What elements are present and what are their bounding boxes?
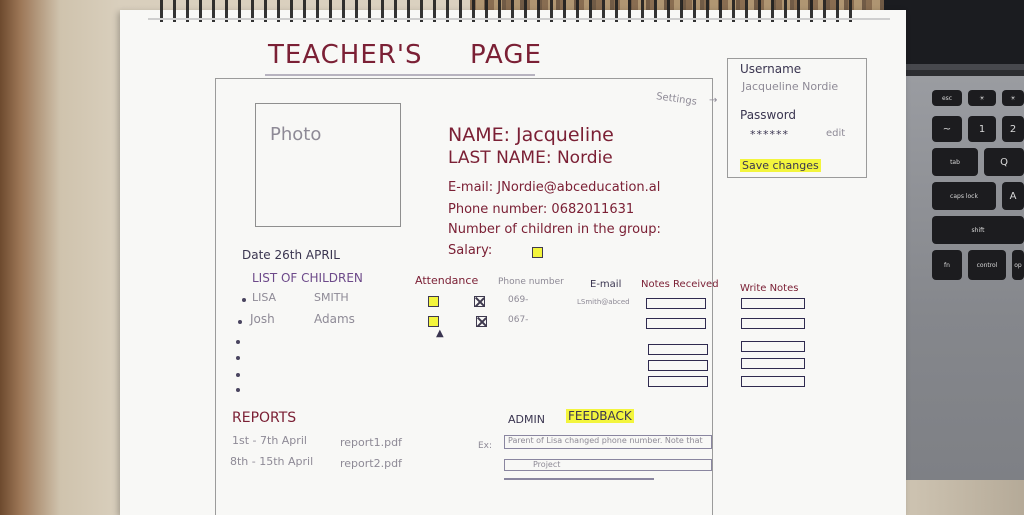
f1-key: ☀ xyxy=(968,90,996,106)
profile-salary: Salary: xyxy=(448,243,493,258)
username-label: Username xyxy=(740,62,802,76)
two-key: 2 xyxy=(1002,116,1024,142)
laptop-keyboard: esc ☀ ☀ ~ 1 2 tab Q caps lock A shift fn… xyxy=(884,76,1024,480)
feedback-title-text: FEEDBACK xyxy=(566,409,634,423)
child-email: LSmith@abced xyxy=(577,298,630,306)
list-bullet xyxy=(242,298,246,302)
notes-received-field[interactable] xyxy=(646,298,706,309)
notes-received-field[interactable] xyxy=(648,360,708,371)
page-title-page: PAGE xyxy=(470,40,542,70)
child-last-name: Adams xyxy=(314,312,355,326)
f2-key: ☀ xyxy=(1002,90,1024,106)
laptop: esc ☀ ☀ ~ 1 2 tab Q caps lock A shift fn… xyxy=(884,0,1024,480)
attendance-checkbox[interactable] xyxy=(428,316,439,327)
tilde-key: ~ xyxy=(932,116,962,142)
feedback-example-field[interactable]: Parent of Lisa changed phone number. Not… xyxy=(504,435,712,449)
phone-header: Phone number xyxy=(498,277,564,287)
notes-received-field[interactable] xyxy=(648,344,708,355)
write-notes-field[interactable] xyxy=(741,358,805,369)
write-notes-field[interactable] xyxy=(741,376,805,387)
save-changes-label: Save changes xyxy=(740,159,821,172)
laptop-screen xyxy=(884,0,1024,70)
report-date-range: 8th - 15th April xyxy=(230,455,314,468)
child-phone: 067- xyxy=(508,315,529,325)
q-key: Q xyxy=(984,148,1024,176)
feedback-title: FEEDBACK xyxy=(566,409,634,423)
save-changes-button[interactable]: Save changes xyxy=(740,159,821,172)
report-file-link[interactable]: report2.pdf xyxy=(340,457,402,470)
child-first-name: Josh xyxy=(250,312,275,326)
title-underline xyxy=(265,74,535,76)
reports-title: REPORTS xyxy=(232,410,297,426)
notes-received-field[interactable] xyxy=(646,318,706,329)
write-notes-header: Write Notes xyxy=(740,283,799,294)
profile-name: NAME: Jacqueline xyxy=(448,124,614,146)
attendance-checkbox[interactable] xyxy=(428,296,439,307)
option-key: op xyxy=(1012,250,1024,280)
child-first-name: LISA xyxy=(252,291,277,304)
list-bullet xyxy=(238,320,242,324)
phone-check-icon[interactable] xyxy=(476,316,487,327)
sketch-paper xyxy=(120,10,906,515)
phone-check-icon[interactable] xyxy=(474,296,485,307)
feedback-underline xyxy=(504,478,654,480)
write-notes-field[interactable] xyxy=(741,318,805,329)
write-notes-field[interactable] xyxy=(741,341,805,352)
profile-children-count: Number of children in the group: xyxy=(448,222,661,237)
child-phone: 069- xyxy=(508,295,529,305)
report-file-link[interactable]: report1.pdf xyxy=(340,436,402,449)
esc-key: esc xyxy=(932,90,962,106)
tab-key: tab xyxy=(932,148,978,176)
password-edit-link[interactable]: edit xyxy=(826,128,846,139)
username-value[interactable]: Jacqueline Nordie xyxy=(742,80,839,93)
account-panel xyxy=(727,58,867,178)
page-title-teachers: TEACHER'S xyxy=(268,40,423,70)
profile-phone: Phone number: 0682011631 xyxy=(448,202,635,217)
caps-lock-key: caps lock xyxy=(932,182,996,210)
profile-last-name: LAST NAME: Nordie xyxy=(448,148,613,168)
one-key: 1 xyxy=(968,116,996,142)
password-value[interactable]: ****** xyxy=(750,128,789,141)
fn-key: fn xyxy=(932,250,962,280)
list-bullet xyxy=(236,388,240,392)
notebook-spiral xyxy=(160,0,860,22)
children-list-title: LIST OF CHILDREN xyxy=(252,271,363,285)
feedback-input[interactable]: Project xyxy=(504,459,712,471)
shift-key: shift xyxy=(932,216,1024,244)
profile-photo[interactable]: Photo xyxy=(255,103,401,227)
child-last-name: SMITH xyxy=(314,291,349,304)
settings-arrow-icon: → xyxy=(709,95,718,106)
password-label: Password xyxy=(740,108,797,122)
main-content-frame xyxy=(215,78,713,515)
salary-checkbox[interactable] xyxy=(532,247,543,258)
photo-label: Photo xyxy=(270,124,322,145)
list-bullet xyxy=(236,356,240,360)
control-key: control xyxy=(968,250,1006,280)
email-header: E-mail xyxy=(590,279,622,290)
cursor-icon: ▲ xyxy=(436,328,444,339)
write-notes-field[interactable] xyxy=(741,298,805,309)
spiral-band xyxy=(148,18,890,20)
notes-received-header: Notes Received xyxy=(641,279,719,290)
notes-received-field[interactable] xyxy=(648,376,708,387)
feedback-example-prefix: Ex: xyxy=(478,441,493,451)
attendance-header: Attendance xyxy=(415,274,479,287)
a-key: A xyxy=(1002,182,1024,210)
date-label: Date 26th APRIL xyxy=(242,248,340,262)
profile-email: E-mail: JNordie@abceducation.al xyxy=(448,180,661,195)
list-bullet xyxy=(236,340,240,344)
report-date-range: 1st - 7th April xyxy=(232,434,307,447)
admin-label: ADMIN xyxy=(508,413,545,426)
list-bullet xyxy=(236,373,240,377)
